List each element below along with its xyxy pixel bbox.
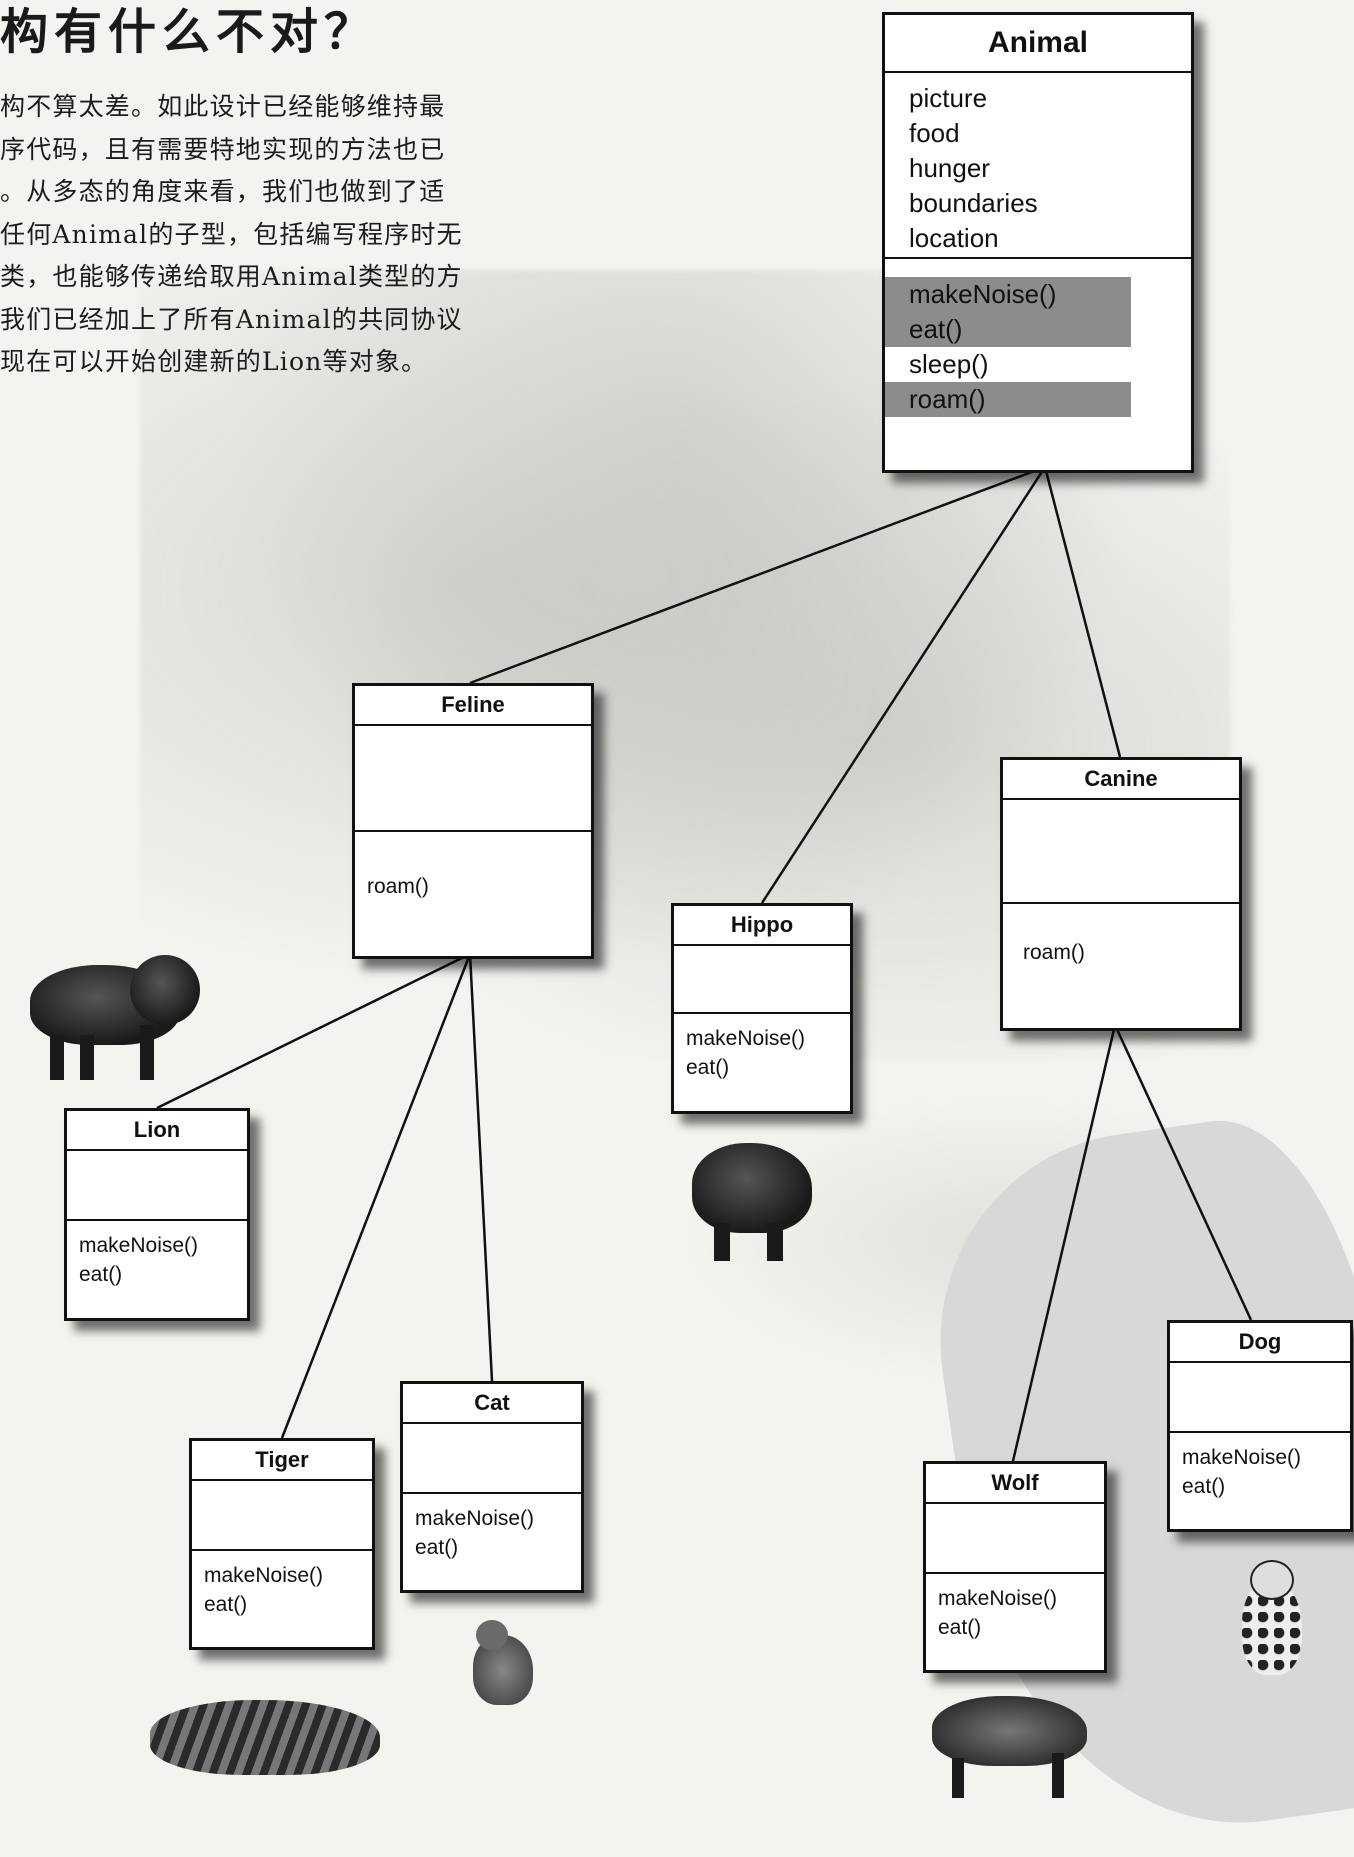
edge-feline-lion xyxy=(156,952,471,1110)
field-list xyxy=(1003,800,1239,904)
field-list xyxy=(355,726,591,832)
class-name: Dog xyxy=(1170,1323,1350,1363)
paragraph-line: 类，也能够传递给取用Animal类型的方 xyxy=(0,262,463,291)
field-list xyxy=(926,1504,1104,1574)
class-tiger: Tiger makeNoise() eat() xyxy=(189,1438,375,1650)
field-list xyxy=(67,1151,247,1221)
class-dog: Dog makeNoise() eat() xyxy=(1167,1320,1353,1532)
edge-animal-feline xyxy=(469,465,1046,685)
edge-feline-tiger xyxy=(280,953,472,1439)
method-item: makeNoise() xyxy=(1182,1446,1302,1469)
method-item: eat() xyxy=(686,1056,730,1079)
paragraph-line: 序代码，且有需要特地实现的方法也已 xyxy=(0,134,446,164)
class-name: Tiger xyxy=(192,1441,372,1481)
method-list: roam() xyxy=(1003,904,1239,1028)
class-name: Wolf xyxy=(926,1464,1104,1504)
paragraph-line: 任何Animal的子型，包括编写程序时无 xyxy=(0,219,463,249)
tiger-photo xyxy=(150,1680,390,1785)
method-item: roam() xyxy=(885,382,1131,417)
field-item: food xyxy=(909,118,960,148)
method-item: sleep() xyxy=(909,349,989,379)
paragraph-line: 构不算太差。如此设计已经能够维持最 xyxy=(0,92,446,121)
method-item: makeNoise() xyxy=(204,1564,324,1587)
field-list xyxy=(403,1424,581,1494)
method-item: roam() xyxy=(1023,941,1085,964)
field-item: hunger xyxy=(909,153,990,183)
method-item: makeNoise() xyxy=(415,1507,535,1530)
method-list: makeNoise() eat() xyxy=(926,1574,1104,1670)
lion-photo xyxy=(10,955,205,1085)
method-item: eat() xyxy=(938,1616,982,1639)
class-name: Canine xyxy=(1003,760,1239,800)
field-item: boundaries xyxy=(909,188,1038,218)
method-item: makeNoise() xyxy=(885,277,1131,312)
method-list: roam() xyxy=(355,832,591,956)
inheritance-lines xyxy=(156,465,1253,1462)
method-item: eat() xyxy=(79,1263,123,1286)
class-canine: Canine roam() xyxy=(1000,757,1242,1031)
wolf-photo xyxy=(912,1688,1097,1804)
field-item: picture xyxy=(909,83,988,113)
method-item: eat() xyxy=(885,312,1131,347)
field-list xyxy=(192,1481,372,1551)
method-item: makeNoise() xyxy=(79,1234,199,1257)
class-hippo: Hippo makeNoise() eat() xyxy=(671,903,853,1114)
paragraph-line: 现在可以开始创建新的Lion等对象。 xyxy=(0,347,428,376)
class-feline: Feline roam() xyxy=(352,683,594,959)
method-list: makeNoise() eat() xyxy=(192,1551,372,1647)
class-name: Lion xyxy=(67,1111,247,1151)
class-name: Cat xyxy=(403,1384,581,1424)
class-animal: Animal picture food hunger boundaries lo… xyxy=(882,12,1194,473)
method-item: makeNoise() xyxy=(686,1027,806,1050)
class-name: Hippo xyxy=(674,906,850,946)
method-item: makeNoise() xyxy=(938,1587,1058,1610)
method-item: roam() xyxy=(367,875,429,898)
method-list: makeNoise() eat() xyxy=(67,1221,247,1318)
method-item: eat() xyxy=(204,1593,248,1616)
field-list xyxy=(1170,1363,1350,1433)
class-lion: Lion makeNoise() eat() xyxy=(64,1108,250,1321)
hippo-photo xyxy=(692,1138,822,1268)
edge-feline-cat xyxy=(468,953,494,1382)
page-heading: 构有什么不对？ xyxy=(0,4,379,60)
edge-animal-canine xyxy=(1043,466,1122,758)
paragraph-line: 。从多态的角度来看，我们也做到了适 xyxy=(0,177,446,206)
method-item: eat() xyxy=(415,1536,459,1559)
class-cat: Cat makeNoise() eat() xyxy=(400,1381,584,1593)
class-name: Feline xyxy=(355,686,591,726)
edge-canine-dog xyxy=(1113,1024,1253,1321)
field-item: location xyxy=(909,223,999,253)
dog-photo xyxy=(1232,1560,1320,1680)
edge-canine-wolf xyxy=(1011,1024,1117,1462)
intro-paragraph: 构不算太差。如此设计已经能够维持最 序代码，且有需要特地实现的方法也已 。从多态… xyxy=(0,86,560,384)
cat-photo xyxy=(468,1620,543,1710)
method-list: makeNoise() eat() xyxy=(1170,1433,1350,1529)
paragraph-line: 我们已经加上了所有Animal的共同协议 xyxy=(0,304,463,334)
method-item: eat() xyxy=(1182,1475,1226,1498)
edge-animal-hippo xyxy=(760,466,1047,904)
method-list: makeNoise() eat() sleep() roam() xyxy=(885,259,1191,470)
method-list: makeNoise() eat() xyxy=(674,1014,850,1111)
class-name: Animal xyxy=(885,15,1191,73)
field-list xyxy=(674,946,850,1014)
method-list: makeNoise() eat() xyxy=(403,1494,581,1590)
class-wolf: Wolf makeNoise() eat() xyxy=(923,1461,1107,1673)
field-list: picture food hunger boundaries location xyxy=(885,73,1191,259)
